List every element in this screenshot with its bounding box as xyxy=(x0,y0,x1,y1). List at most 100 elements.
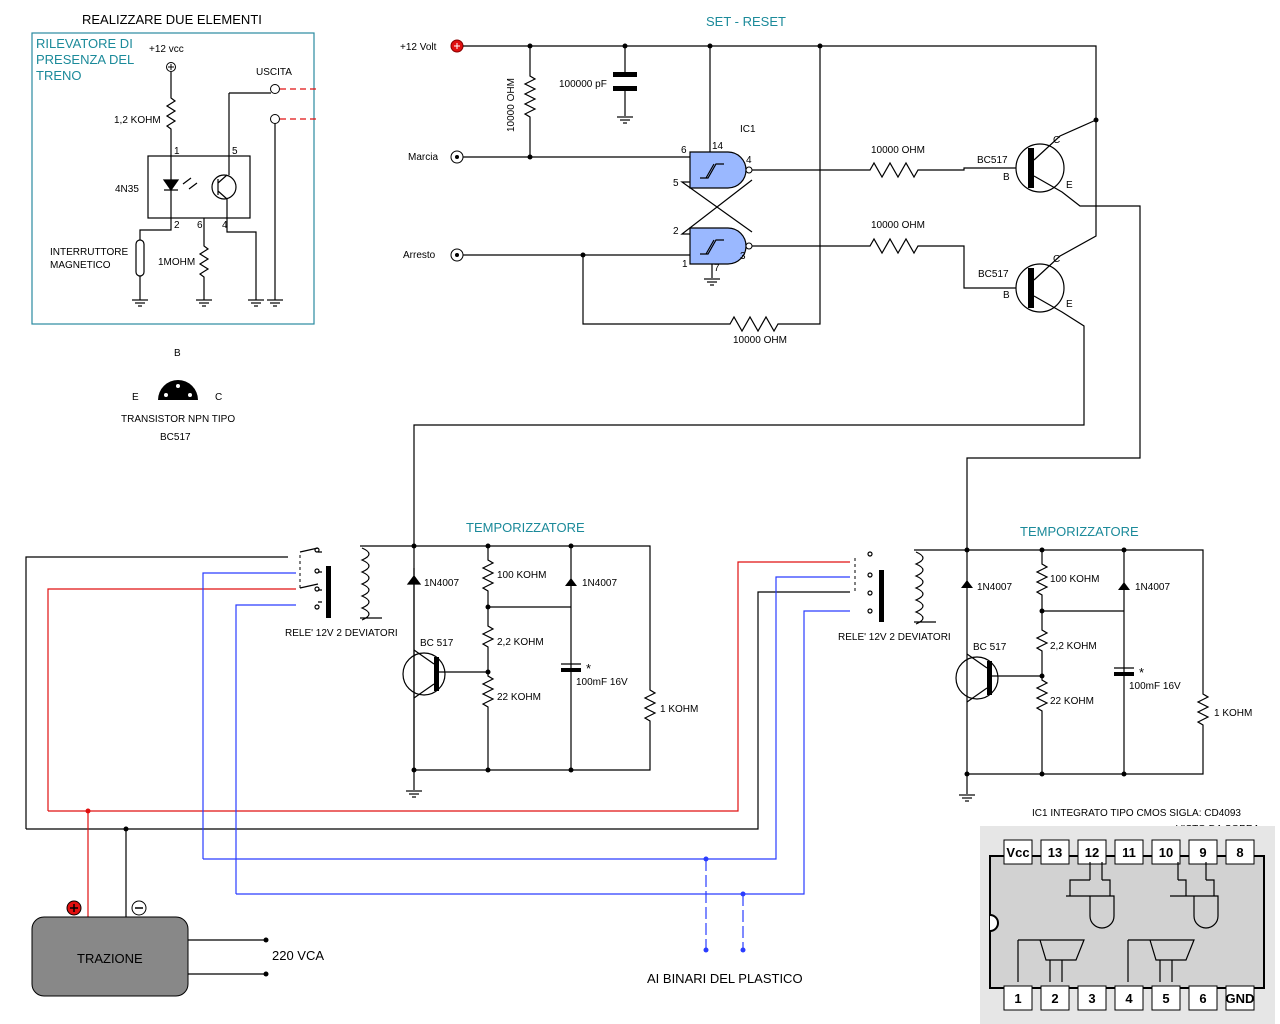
box-title-2: PRESENZA DEL xyxy=(36,52,134,67)
r22k-small-left-label: 2,2 KOHM xyxy=(497,637,544,648)
rele-left-label: RELE' 12V 2 DEVIATORI xyxy=(285,628,398,639)
cap-100n-label: 100000 pF xyxy=(559,79,607,90)
uscita-label: USCITA xyxy=(256,67,292,78)
opto-pin2: 2 xyxy=(174,220,180,231)
ic-body xyxy=(989,855,1265,989)
timer-right-title: TEMPORIZZATORE xyxy=(1020,524,1139,539)
bc517-lower xyxy=(1015,263,1065,313)
set-reset-section: SET - RESET +12 Volt 10000 OHM 100000 pF… xyxy=(400,14,1141,550)
cap-left-star: * xyxy=(586,661,591,676)
trazione-label: TRAZIONE xyxy=(77,951,143,966)
bc517-timer-right xyxy=(955,656,999,700)
ic-top-pin-label: 9 xyxy=(1199,845,1206,860)
r100k-left-label: 100 KOHM xyxy=(497,570,546,581)
opto-light-arrows xyxy=(182,177,198,190)
ic-top-pin-box xyxy=(1003,839,1033,865)
diode-left2-label: 1N4007 xyxy=(582,578,617,589)
bc517-timer-right-label: BC 517 xyxy=(973,642,1007,653)
r10k-b-label: 10000 OHM xyxy=(871,220,925,231)
set-reset-title: SET - RESET xyxy=(706,14,786,29)
r10k-vertical xyxy=(523,46,537,156)
ic-bottom-pin-box xyxy=(1040,985,1070,1011)
ic-bottom-pin-label: 5 xyxy=(1162,991,1169,1006)
pinout-e: E xyxy=(132,392,139,403)
r1m-label: 1MOHM xyxy=(158,257,195,268)
pinout-b: B xyxy=(174,348,181,359)
magnetic-switch xyxy=(135,239,145,277)
relay-coil-right xyxy=(914,551,936,625)
bc517-lower-label: BC517 xyxy=(978,269,1009,280)
gate-pin-5: 5 xyxy=(673,178,679,189)
uscita-terminal-2 xyxy=(270,114,280,124)
diode-left-label: 1N4007 xyxy=(424,578,459,589)
gate-pin-6: 6 xyxy=(681,145,687,156)
r12k-resistor xyxy=(165,72,177,156)
ic-bottom-pin-box xyxy=(1225,985,1255,1011)
opto-pin1: 1 xyxy=(174,146,180,157)
box-title-1: RILEVATORE DI xyxy=(36,36,133,51)
r100k-right-label: 100 KOHM xyxy=(1050,574,1099,585)
ic-top-pin-box xyxy=(1040,839,1070,865)
r1m-resistor xyxy=(198,218,210,300)
traction-wiring: AI BINARI DEL PLASTICO TRAZIONE 220 VCA xyxy=(26,561,850,997)
bc517-timer-left xyxy=(402,652,446,696)
ic-bottom-pin-box xyxy=(1151,985,1181,1011)
opto-phototransistor xyxy=(211,174,237,200)
gate-pin-3: 3 xyxy=(740,251,746,262)
vca-label: 220 VCA xyxy=(272,948,324,963)
ic-bottom-pin-box xyxy=(1188,985,1218,1011)
q2-c: C xyxy=(1053,254,1060,265)
cap-right-star: * xyxy=(1139,665,1144,680)
title-left: REALIZZARE DUE ELEMENTI xyxy=(82,12,262,27)
ic-caption-1: IC1 INTEGRATO TIPO CMOS SIGLA: CD4093 xyxy=(1032,808,1241,819)
ic-bottom-pin-box xyxy=(1114,985,1144,1011)
opto-pin4: 4 xyxy=(222,220,228,231)
ic-top-pin-box xyxy=(1188,839,1218,865)
ic-bottom-pin-label: GND xyxy=(1226,991,1255,1006)
cap-left-label: 100mF 16V xyxy=(576,677,628,688)
r22k-left-label: 22 KOHM xyxy=(497,692,541,703)
ic-bottom-pin-label: 6 xyxy=(1199,991,1206,1006)
timer-left-title: TEMPORIZZATORE xyxy=(466,520,585,535)
ic-top-pin-label: 10 xyxy=(1159,845,1173,860)
ic-bottom-pin-box xyxy=(1077,985,1107,1011)
ic1-label: IC1 xyxy=(740,124,756,135)
detector-section: REALIZZARE DUE ELEMENTI RILEVATORE DI PR… xyxy=(31,12,316,325)
bc517-timer-left-label: BC 517 xyxy=(420,638,454,649)
pinout-c: C xyxy=(215,392,222,403)
timer-left: TEMPORIZZATORE RELE' 12V 2 DEVIATORI 1N4… xyxy=(25,520,698,829)
ic-top-pin-label: 11 xyxy=(1122,845,1136,860)
ic-top-pin-label: Vcc xyxy=(1006,845,1029,860)
q2-b: B xyxy=(1003,290,1010,301)
ic-top-pin-box xyxy=(1151,839,1181,865)
bc517-upper xyxy=(1015,143,1065,193)
ic-top-pin-box xyxy=(1077,839,1107,865)
vcc12-label: +12 vcc xyxy=(149,44,184,55)
r10k-c-label: 10000 OHM xyxy=(733,335,787,346)
gate-2 xyxy=(689,227,747,265)
cap-right-label: 100mF 16V xyxy=(1129,681,1181,692)
r1k-right-label: 1 KOHM xyxy=(1214,708,1252,719)
v12-label: +12 Volt xyxy=(400,42,437,53)
ic-top-pin-box xyxy=(1114,839,1144,865)
ic-bottom-pin-label: 4 xyxy=(1125,991,1133,1006)
r1k-left-label: 1 KOHM xyxy=(660,704,698,715)
rele-right-label: RELE' 12V 2 DEVIATORI xyxy=(838,632,951,643)
q1-b: B xyxy=(1003,172,1010,183)
binari-label: AI BINARI DEL PLASTICO xyxy=(647,971,803,986)
opto-box xyxy=(147,155,251,219)
transistor-caption-2: BC517 xyxy=(160,432,191,443)
gate-1 xyxy=(689,151,747,189)
q1-c: C xyxy=(1053,135,1060,146)
gate-pin-1: 1 xyxy=(682,259,688,270)
ic-bottom-pin-label: 2 xyxy=(1051,991,1058,1006)
interruttore-label-1: INTERRUTTORE xyxy=(50,247,128,258)
gate-pin-14: 14 xyxy=(712,141,724,152)
opto-pin6: 6 xyxy=(197,220,203,231)
ic-top-pin-label: 12 xyxy=(1085,845,1099,860)
ic-bottom-pin-label: 1 xyxy=(1014,991,1021,1006)
r10k-vertical-label: 10000 OHM xyxy=(506,78,517,132)
